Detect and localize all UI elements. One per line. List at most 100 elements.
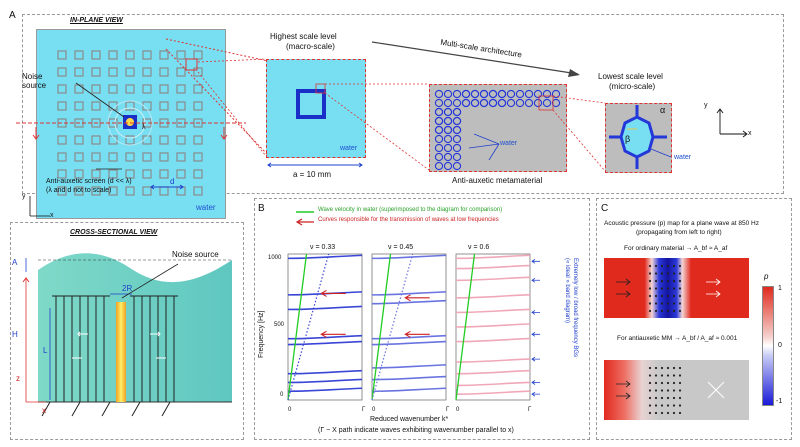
scatterer-dot [654, 411, 658, 415]
meta-cell [443, 134, 453, 144]
scatterer-dot [672, 294, 676, 298]
b-xtick0-3: 0 [456, 407, 460, 413]
macro-square [266, 59, 366, 158]
band-curve [455, 358, 531, 363]
scatterer-dot [660, 294, 664, 298]
band-curve [455, 294, 531, 299]
blue-arrow [531, 356, 540, 362]
meta-cell [434, 116, 444, 126]
scatterer-dot [654, 279, 658, 283]
metamaterial-cells [434, 89, 561, 171]
macro-scale-label: (macro-scale) [286, 42, 335, 51]
scatterer-dot [666, 374, 670, 377]
b-xtick0-2: 0 [372, 407, 376, 413]
water-label-3: water [500, 140, 518, 147]
legend-red-arrow [295, 218, 314, 226]
axes-xy-2 [716, 108, 748, 138]
band-curve [455, 381, 531, 387]
meta-cell [443, 161, 453, 171]
meta-cell [515, 98, 525, 108]
scatterer-dot [648, 366, 652, 370]
scatterer-dot [666, 366, 670, 370]
scatterer-dot [678, 404, 682, 407]
meta-cell [452, 89, 462, 99]
screen-cell [57, 135, 67, 145]
meta-cell [452, 161, 462, 171]
screen-cell [91, 169, 101, 179]
h-label: H [12, 330, 18, 339]
scatterer-dot [672, 279, 676, 283]
scatterer-dot [648, 264, 652, 268]
screen-cell [91, 67, 101, 77]
band-curve [287, 340, 363, 346]
b-ytick-1000: 1000 [268, 255, 282, 261]
l-label: L [43, 346, 48, 355]
water-velocity-line [371, 253, 392, 401]
scatterer-dot [666, 279, 670, 283]
scatterer-dot [678, 279, 682, 283]
panel-a [22, 14, 784, 194]
meta-cell [452, 125, 462, 135]
scatterer-dot [648, 396, 652, 400]
micro-scale-label: (micro-scale) [609, 82, 656, 91]
blue-arrow [531, 258, 540, 264]
meta-cell [443, 125, 453, 135]
screen-cell [91, 186, 101, 196]
scatterer-dot [660, 309, 664, 313]
screen-cell [125, 135, 135, 145]
screen-cell [159, 169, 169, 179]
screen-cell [193, 186, 203, 196]
band-curve [371, 254, 447, 260]
screen-cell [125, 186, 135, 196]
panel-a-label: A [9, 10, 16, 21]
screen-cell [176, 84, 186, 94]
scatterer-dot [678, 389, 682, 392]
d-label: d [170, 177, 175, 186]
screen-cell [108, 50, 118, 60]
scatterer-dot [672, 264, 676, 268]
cbar-m1: -1 [776, 398, 783, 405]
screen-cell [74, 67, 84, 77]
scatterer-dot [672, 411, 676, 415]
macro-detail [165, 38, 326, 156]
red-arrow [404, 294, 430, 302]
band-curve [455, 369, 531, 375]
meta-cell [470, 98, 480, 108]
meta-cell [443, 98, 453, 108]
meta-cell [524, 98, 534, 108]
axis-x-cs-label: x [42, 406, 46, 415]
screen-cell [193, 169, 203, 179]
scatterer-dot [672, 272, 676, 275]
screen-cell [74, 101, 84, 111]
meta-cell [434, 143, 444, 153]
band-curve [287, 254, 363, 260]
band-curve [455, 390, 531, 395]
scatterer-dot [660, 396, 664, 400]
screen-cell [108, 186, 118, 196]
screen-cell [57, 50, 67, 60]
band-plot [455, 253, 540, 401]
a-dimension [267, 162, 363, 168]
band-curve [455, 308, 531, 314]
meta-cell [497, 89, 507, 99]
blue-arrow [531, 277, 540, 283]
b-xlabel: Reduced wavenumber k* [370, 416, 449, 423]
scatterer-dot [654, 389, 658, 392]
scatterer-dot [648, 374, 652, 377]
blue-arrow [531, 380, 540, 385]
band-curve [371, 387, 447, 393]
blue-arrow [531, 391, 540, 397]
highest-scale-label: Highest scale level [270, 32, 337, 41]
screen-cell [74, 50, 84, 60]
dispersion-line [371, 253, 414, 401]
scatterer-dot [654, 294, 658, 298]
c-ordinary: For ordinary material → A_bf ≈ A_af [624, 245, 728, 252]
pressure-map-anti-overlay [616, 366, 725, 415]
c-title-1: Acoustic pressure (p) map for a plane wa… [604, 220, 759, 227]
screen-cell [125, 50, 135, 60]
scatterer-dot [648, 272, 652, 275]
scatterer-dot [648, 302, 652, 305]
meta-cell [497, 98, 507, 108]
scatterer-dot [672, 309, 676, 313]
band-plot [287, 253, 363, 401]
